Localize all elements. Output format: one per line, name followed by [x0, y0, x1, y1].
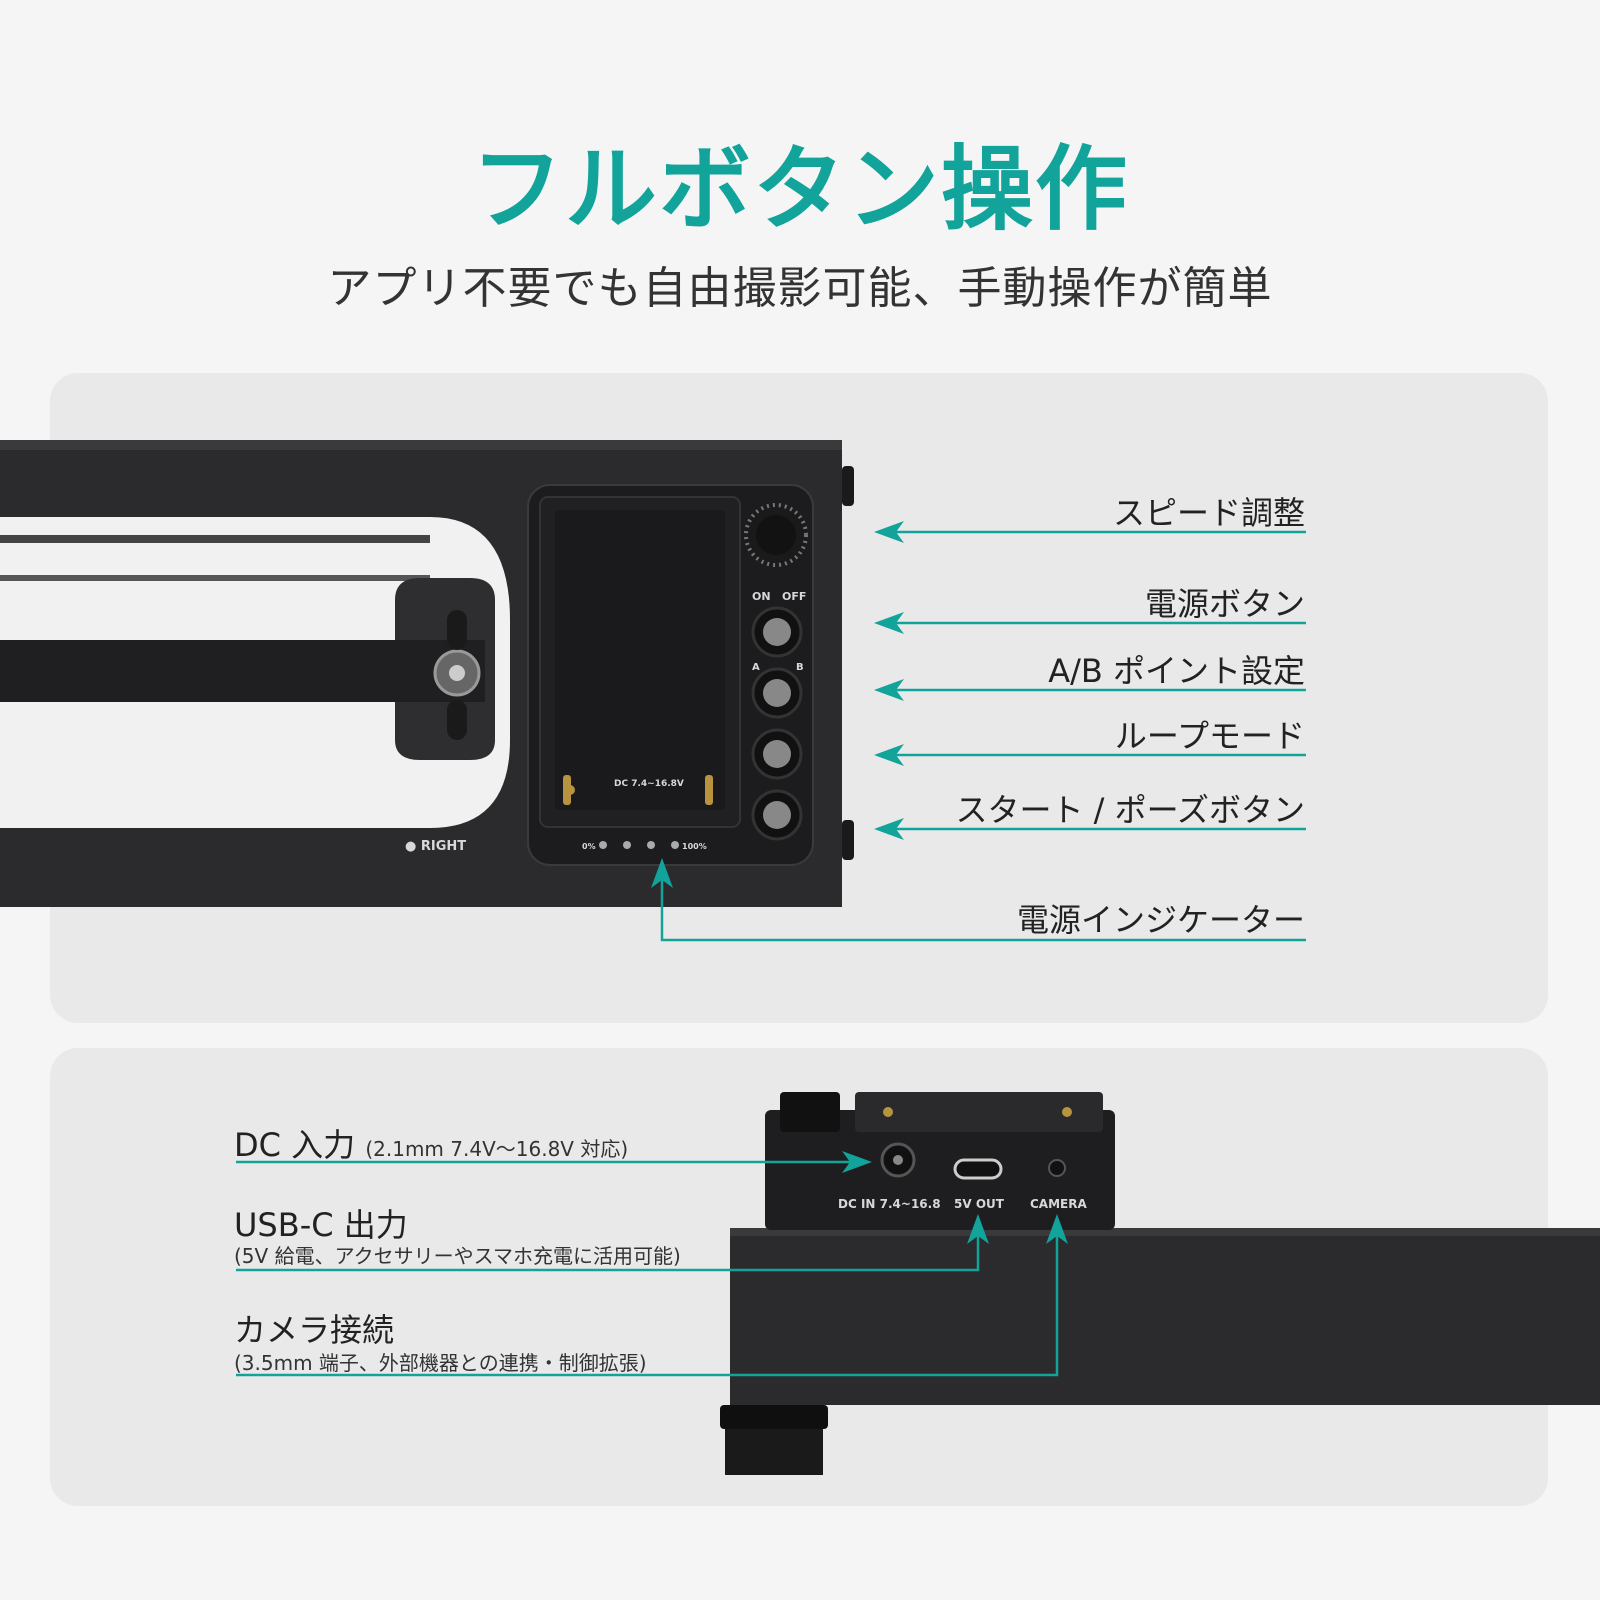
- arrow-up-icon: [651, 858, 673, 888]
- callout-power-indicator: 電源インジケーター: [1016, 901, 1305, 939]
- arrow-left-icon: [874, 521, 904, 543]
- battery-led: [647, 841, 655, 849]
- a-label: A: [752, 662, 760, 673]
- callout-camera-connect: カメラ接続: [234, 1311, 395, 1349]
- right-label: ● RIGHT: [405, 839, 466, 854]
- off-label: OFF: [782, 590, 806, 603]
- callout-arrows-bottom: [842, 1151, 1068, 1244]
- callout-camera-note: (3.5mm 端子、外部機器との連携・制御拡張): [234, 1351, 647, 1375]
- callout-power-button: 電源ボタン: [1144, 585, 1305, 623]
- callout-start-pause: スタート / ポーズボタン: [955, 791, 1305, 829]
- dc-in-label: DC IN 7.4~16.8: [838, 1197, 941, 1211]
- battery-led: [599, 841, 607, 849]
- callout-dc-input: DC 入力 (2.1mm 7.4V～16.8V 対応): [234, 1120, 628, 1166]
- callout-arrows-top: [651, 521, 904, 888]
- callout-usb-c-output: USB-C 出力: [234, 1206, 408, 1244]
- callout-loop-mode: ループモード: [1114, 717, 1305, 755]
- callout-speed-adjust: スピード調整: [1112, 494, 1305, 532]
- callout-dc-input-title: DC 入力: [234, 1126, 356, 1164]
- callout-dc-input-note: (2.1mm 7.4V～16.8V 対応): [365, 1137, 629, 1161]
- camera-port-label: CAMERA: [1030, 1197, 1087, 1211]
- carriage-arm: [0, 640, 485, 702]
- arrow-left-icon: [874, 744, 904, 766]
- usb-c-port: [953, 1158, 1003, 1180]
- slider-rail-side: [730, 1228, 1600, 1405]
- callout-lines-top: [660, 530, 1306, 942]
- callout-ab-point: A/B ポイント設定: [1048, 652, 1305, 690]
- arrow-right-icon: [842, 1151, 872, 1173]
- arrow-left-icon: [874, 679, 904, 701]
- voltage-label: DC 7.4~16.8V: [614, 779, 684, 789]
- battery-led: [623, 841, 631, 849]
- top-knob: [780, 1092, 840, 1132]
- control-box-bottom: [765, 1110, 1115, 1230]
- drive-belt: [0, 535, 430, 543]
- battery-max-label: 100%: [682, 842, 707, 851]
- page-title: フルボタン操作: [470, 136, 1129, 243]
- b-label: B: [796, 662, 804, 673]
- arrow-up-icon: [967, 1214, 989, 1244]
- camera-port: [1048, 1159, 1066, 1177]
- on-label: ON: [752, 590, 771, 603]
- arrow-left-icon: [874, 612, 904, 634]
- arrow-up-icon: [1046, 1214, 1068, 1244]
- callout-usb-c-note: (5V 給電、アクセサリーやスマホ充電に活用可能): [234, 1244, 681, 1268]
- usb-out-label: 5V OUT: [954, 1197, 1005, 1211]
- battery-led: [671, 841, 679, 849]
- battery-contact: [563, 775, 571, 805]
- arrow-left-icon: [874, 818, 904, 840]
- battery-min-label: 0%: [582, 842, 596, 851]
- callout-lines-bottom: [236, 1160, 1059, 1377]
- page-subtitle: アプリ不要でも自由撮影可能、手動操作が簡単: [327, 263, 1273, 314]
